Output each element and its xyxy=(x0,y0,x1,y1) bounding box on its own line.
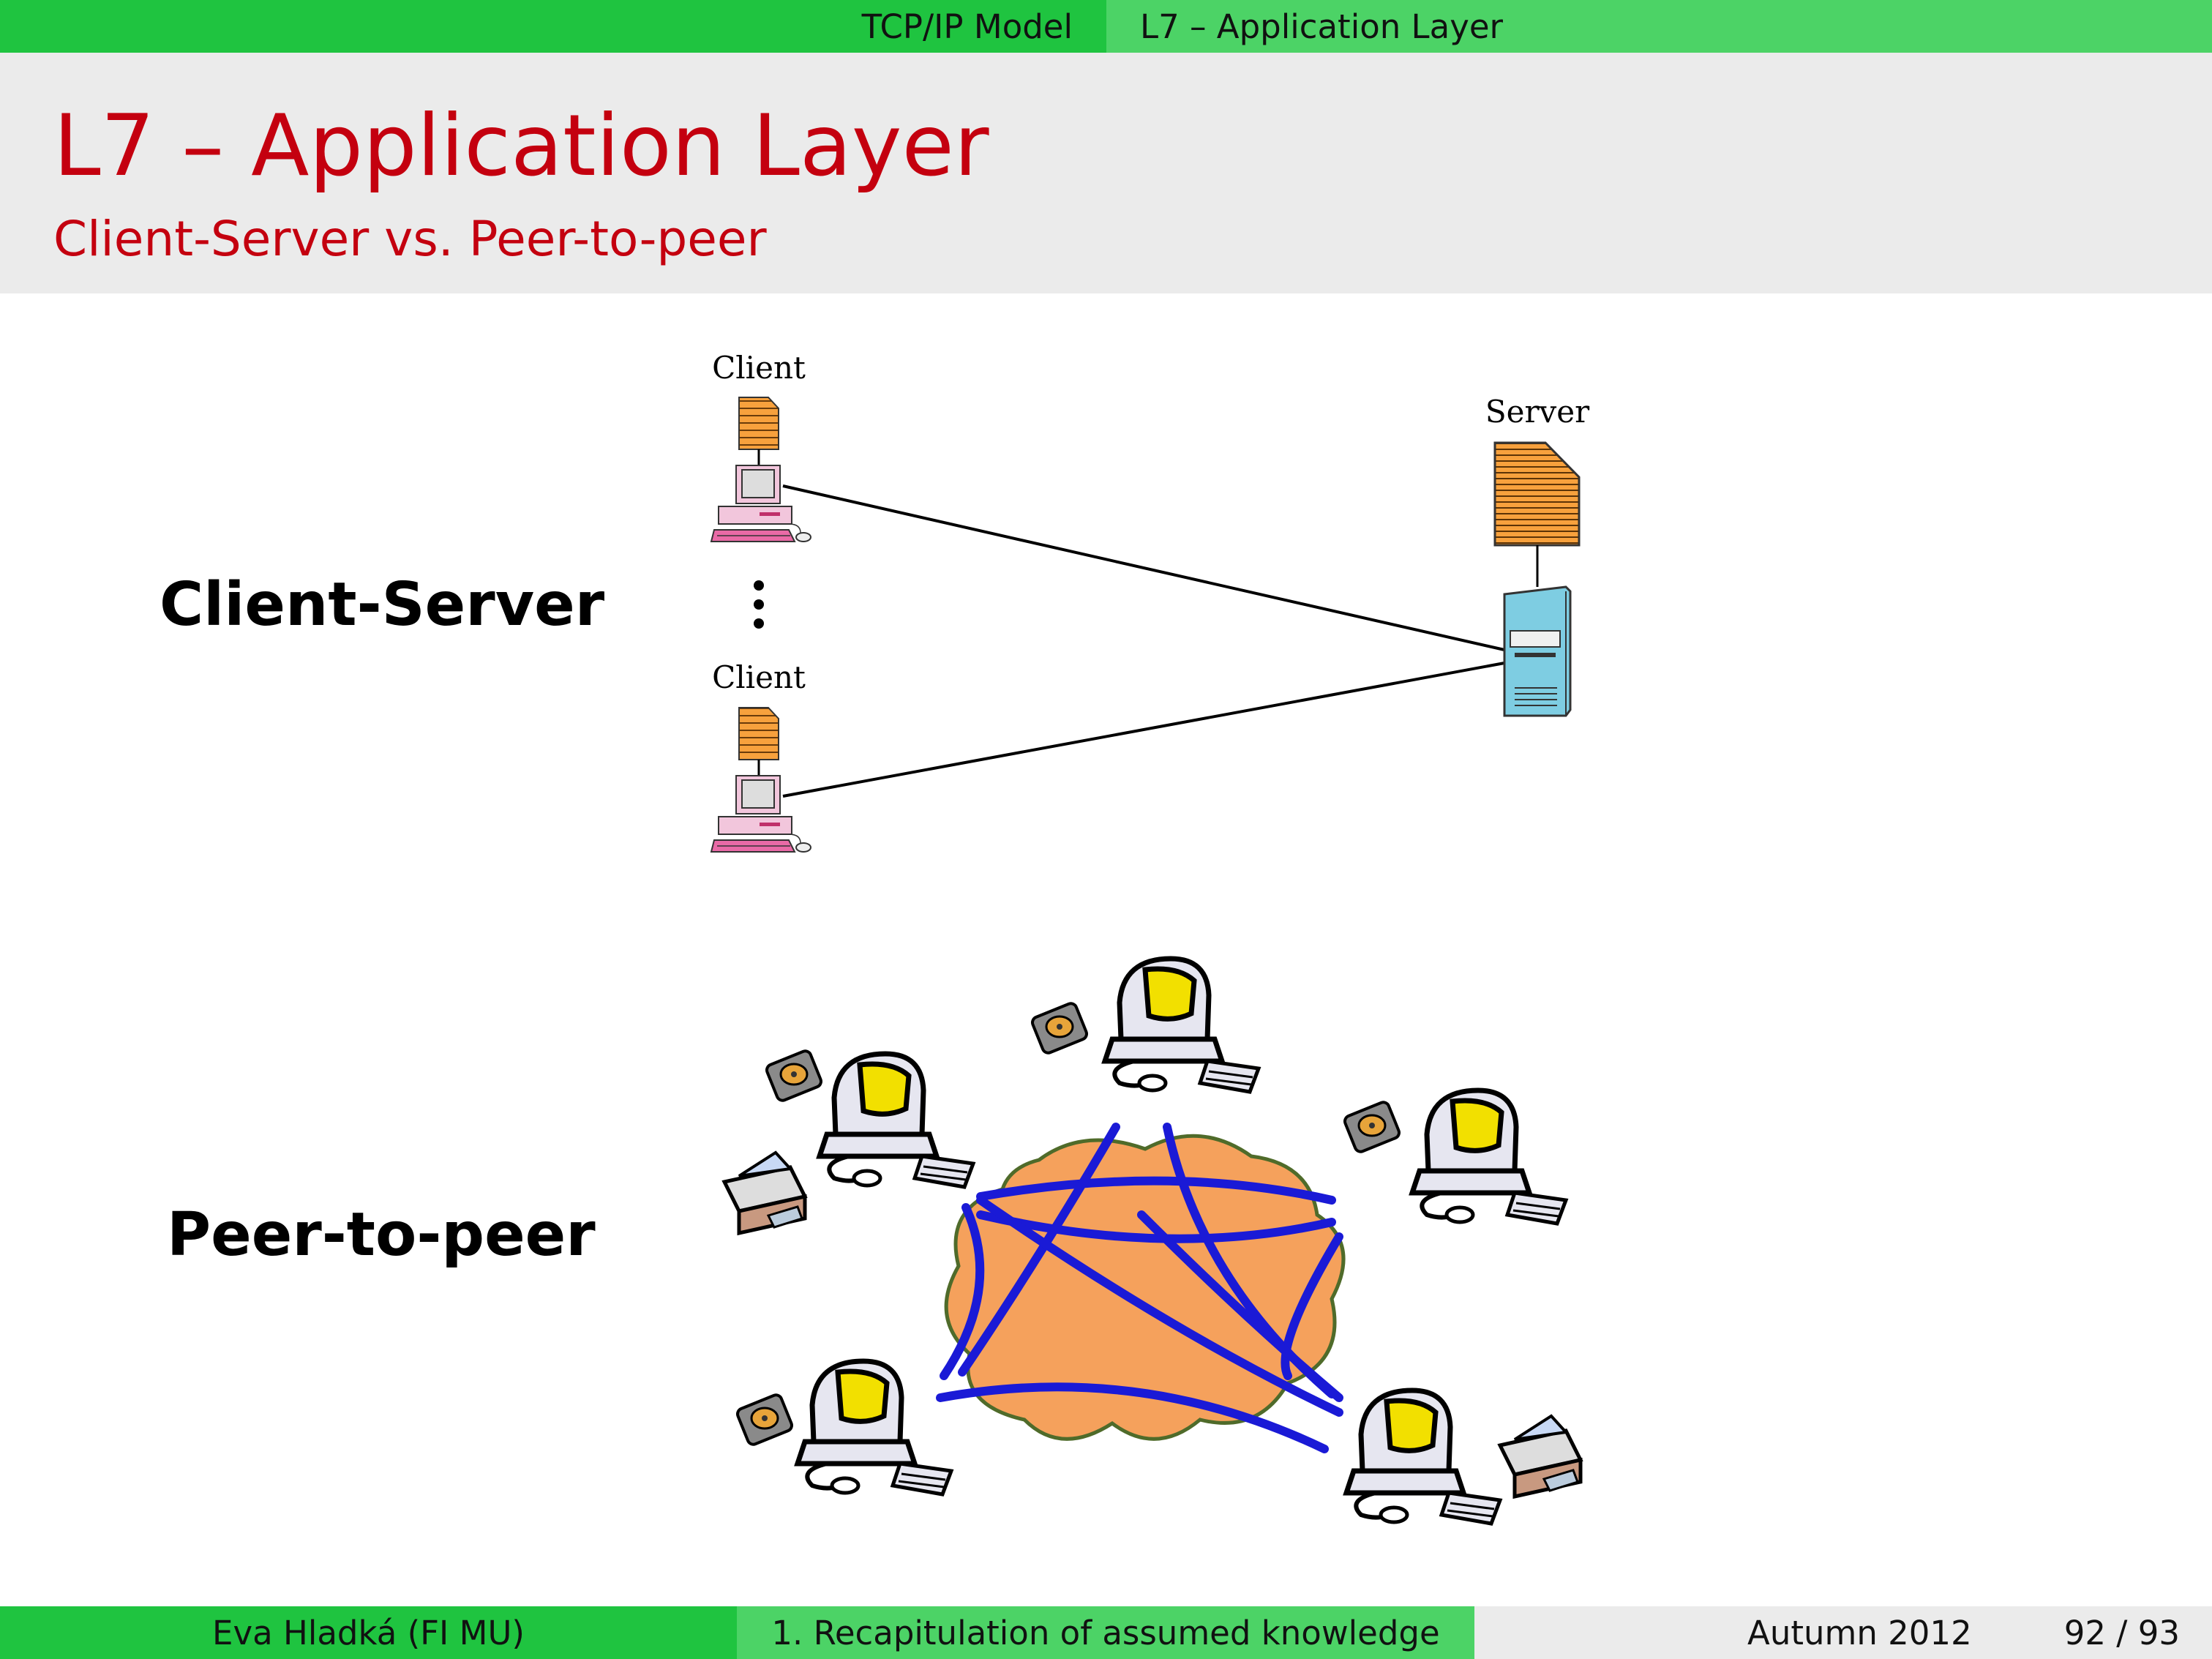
peer-computer xyxy=(798,1361,951,1494)
link-line-top xyxy=(782,484,1505,651)
footer-bar: Eva Hladká (FI MU) 1. Recapitulation of … xyxy=(0,1606,2212,1659)
client-computer-bottom xyxy=(711,707,811,853)
printer-icon xyxy=(1500,1416,1581,1497)
hard-disk-icon xyxy=(1341,1098,1403,1156)
footer-page-number: 92 / 93 xyxy=(2063,1613,2180,1652)
footer-date: Autumn 2012 xyxy=(1747,1613,1972,1652)
p2p-network xyxy=(724,959,1581,1524)
ellipsis-dots xyxy=(754,580,764,629)
footer-author-cell: Eva Hladká (FI MU) xyxy=(0,1606,737,1659)
peer-computer xyxy=(1346,1390,1500,1524)
document-icon xyxy=(738,397,779,450)
footer-info-cell: Autumn 2012 92 / 93 xyxy=(1474,1606,2212,1659)
server-document-icon xyxy=(1493,441,1581,547)
server-machine xyxy=(1493,441,1581,717)
server-tower-icon xyxy=(1503,585,1572,717)
footer-section-cell: 1. Recapitulation of assumed knowledge xyxy=(737,1606,1474,1659)
link-line-bottom xyxy=(782,662,1505,798)
client-server-label: Client-Server xyxy=(160,570,605,640)
slide-title: L7 – Application Layer xyxy=(53,97,989,195)
nav-subsection-link[interactable]: L7 – Application Layer xyxy=(1140,7,1504,46)
title-band: L7 – Application Layer Client-Server vs.… xyxy=(0,53,2212,293)
top-nav-bar: TCP/IP Model L7 – Application Layer xyxy=(0,0,2212,53)
peer-computer xyxy=(1412,1090,1566,1224)
document-icon xyxy=(738,707,779,760)
hard-disk-icon xyxy=(1029,1000,1090,1057)
client-label-top: Client xyxy=(712,350,806,386)
pc-icon xyxy=(711,775,811,853)
slide-subtitle: Client-Server vs. Peer-to-peer xyxy=(53,211,767,267)
peer-to-peer-label: Peer-to-peer xyxy=(167,1200,596,1270)
hard-disk-icon xyxy=(763,1047,825,1104)
printer-icon xyxy=(724,1153,805,1233)
client-computer-top xyxy=(711,397,811,542)
nav-subsection-area: L7 – Application Layer xyxy=(1106,0,2212,53)
peer-computer xyxy=(1105,959,1259,1092)
server-label: Server xyxy=(1485,394,1590,430)
p2p-links xyxy=(936,1123,1343,1453)
footer-author: Eva Hladká (FI MU) xyxy=(212,1613,525,1652)
nav-section-link[interactable]: TCP/IP Model xyxy=(861,7,1073,46)
pc-icon xyxy=(711,465,811,542)
client-label-bottom: Client xyxy=(712,659,806,695)
nav-section-area: TCP/IP Model xyxy=(0,0,1106,53)
hard-disk-icon xyxy=(734,1391,795,1448)
peer-computer xyxy=(820,1054,973,1187)
footer-section: 1. Recapitulation of assumed knowledge xyxy=(771,1613,1440,1652)
